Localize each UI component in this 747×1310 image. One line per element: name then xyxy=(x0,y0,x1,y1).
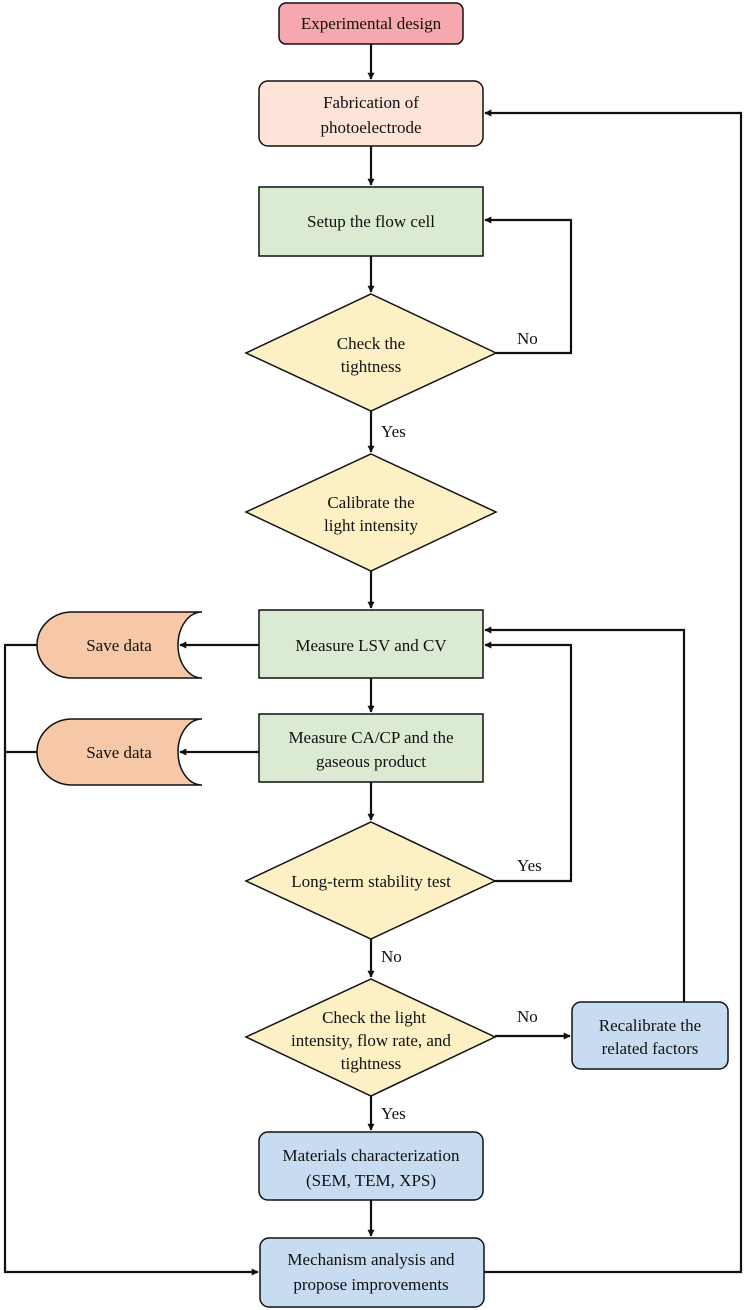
edge-recalibrate-to-lsv xyxy=(484,626,686,1002)
edge-tightness-no-loop xyxy=(484,216,573,355)
node-fabrication: Fabrication of photoelectrode xyxy=(258,80,484,147)
materials-label-line2: (SEM, TEM, XPS) xyxy=(306,1171,436,1190)
node-setup-flow-cell: Setup the flow cell xyxy=(258,186,484,257)
label-stability-no: No xyxy=(381,947,402,966)
edge-labels: No Yes Yes No No Yes xyxy=(381,329,542,1123)
check-light-label-line2: intensity, flow rate, and xyxy=(291,1031,451,1050)
recalibrate-label-line1: Recalibrate the xyxy=(599,1016,701,1035)
calibrate-diamond xyxy=(244,453,498,572)
measure-lsv-cv-label: Measure LSV and CV xyxy=(295,636,447,655)
lsv-shape xyxy=(258,609,484,679)
measure-ca-cp-label-line2: gaseous product xyxy=(316,752,426,771)
node-save-data-2: Save data xyxy=(36,718,203,786)
check-tightness-diamond xyxy=(244,293,498,412)
node-materials-characterization: Materials characterization (SEM, TEM, XP… xyxy=(258,1131,484,1201)
calibrate-label-line1: Calibrate the xyxy=(327,493,414,512)
save-data-2-shape xyxy=(36,718,203,786)
experimental-design-label: Experimental design xyxy=(301,14,442,33)
edge-mechanism-to-fabrication xyxy=(484,109,743,1274)
recalibrate-shape xyxy=(571,1001,729,1070)
node-check-light-flow: Check the light intensity, flow rate, an… xyxy=(244,978,497,1097)
label-check-no: No xyxy=(517,1007,538,1026)
recalibrate-label-line2: related factors xyxy=(602,1039,699,1058)
label-tightness-no: No xyxy=(517,329,538,348)
setup-shape xyxy=(258,186,484,257)
mechanism-label-line1: Mechanism analysis and xyxy=(287,1250,455,1269)
check-light-label-line3: tightness xyxy=(341,1054,401,1073)
label-check-yes: Yes xyxy=(381,1104,406,1123)
check-light-label-line1: Check the light xyxy=(322,1008,426,1027)
fabrication-shape xyxy=(258,80,484,147)
stability-diamond xyxy=(244,821,497,940)
node-save-data-1: Save data xyxy=(36,611,203,679)
label-stability-yes: Yes xyxy=(517,856,542,875)
check-tightness-label-line2: tightness xyxy=(341,357,401,376)
fabrication-label-line1: Fabrication of xyxy=(323,93,419,112)
mechanism-label-line2: propose improvements xyxy=(293,1275,448,1294)
node-measure-ca-cp: Measure CA/CP and the gaseous product xyxy=(258,713,484,783)
materials-label-line1: Materials characterization xyxy=(283,1146,460,1165)
node-mechanism-analysis: Mechanism analysis and propose improveme… xyxy=(259,1237,485,1308)
save-data-1-label: Save data xyxy=(86,636,152,655)
setup-flow-cell-label: Setup the flow cell xyxy=(307,212,435,231)
edges xyxy=(3,44,743,1276)
mechanism-shape xyxy=(259,1237,485,1308)
materials-shape xyxy=(258,1131,484,1201)
ca-shape xyxy=(258,713,484,783)
long-term-stability-label: Long-term stability test xyxy=(291,872,451,891)
start-shape xyxy=(278,2,464,45)
node-calibrate-light: Calibrate the light intensity xyxy=(244,453,498,572)
calibrate-label-line2: light intensity xyxy=(324,516,418,535)
measure-ca-cp-label-line1: Measure CA/CP and the xyxy=(288,728,453,747)
edge-stability-yes-loop xyxy=(484,641,573,883)
edge-save1-to-mechanism xyxy=(3,643,259,1276)
check-tightness-label-line1: Check the xyxy=(337,334,405,353)
check-light-diamond xyxy=(244,978,497,1097)
save-data-2-label: Save data xyxy=(86,743,152,762)
node-recalibrate: Recalibrate the related factors xyxy=(571,1001,729,1070)
save-data-1-shape xyxy=(36,611,203,679)
label-tightness-yes: Yes xyxy=(381,422,406,441)
node-check-tightness: Check the tightness xyxy=(244,293,498,412)
fabrication-label-line2: photoelectrode xyxy=(320,118,421,137)
node-measure-lsv-cv: Measure LSV and CV xyxy=(258,609,484,679)
node-long-term-stability: Long-term stability test xyxy=(244,821,497,940)
node-experimental-design: Experimental design xyxy=(278,2,464,45)
